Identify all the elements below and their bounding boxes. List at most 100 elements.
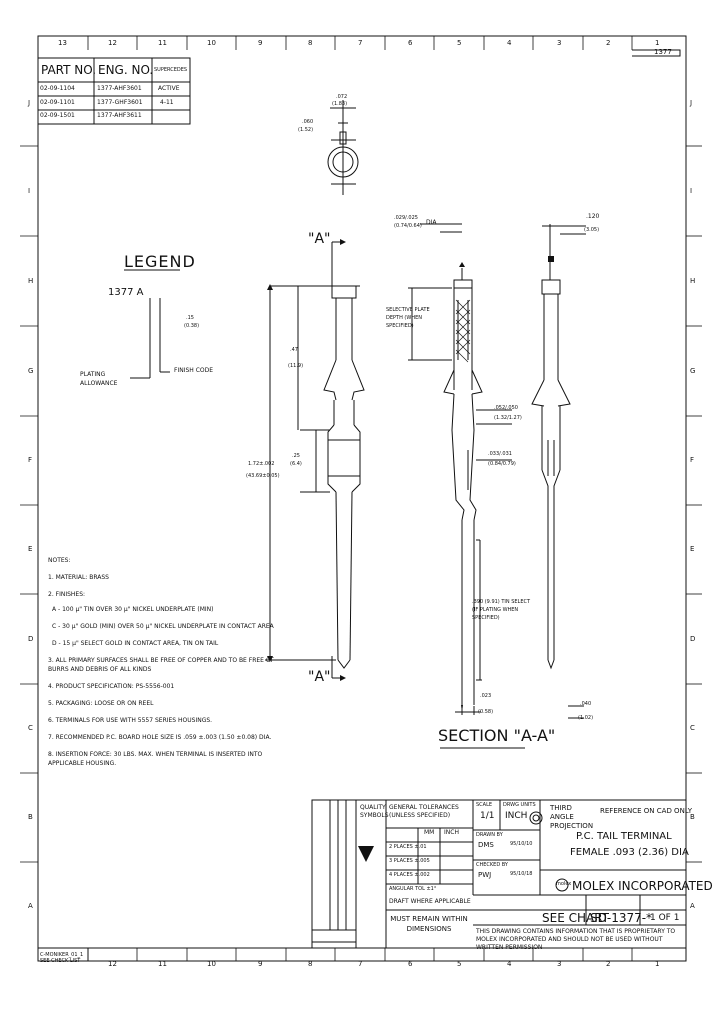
zone-top-13: 13	[58, 39, 67, 47]
tol-row: 2 PLACES ±.01	[389, 844, 427, 850]
note-item: C - 30 µ" GOLD (MIN) OVER 50 µ" NICKEL U…	[52, 623, 274, 630]
zone-bottom-3: 3	[557, 960, 562, 968]
dim-mid: .052/.050	[494, 405, 518, 411]
notes-block: NOTES: 1. MATERIAL: BRASS 2. FINISHES: A…	[48, 556, 278, 768]
part-table-cell: 02-09-1104	[40, 85, 75, 92]
dim-top-height-mm: (1.52)	[298, 127, 314, 133]
dim-dia-mm: (0.74/0.64)	[394, 223, 422, 229]
dim-len-25-mm: (6.4)	[290, 461, 302, 467]
zone-right-g: G	[690, 367, 696, 375]
zone-bottom-10: 10	[207, 960, 216, 968]
section-a-top: "A"	[308, 231, 331, 247]
dim-plating-depth: SELECTIVE PLATE DEPTH (WHEN SPECIFIED)	[386, 307, 430, 329]
dim-len-47: .47	[290, 347, 298, 353]
tol-row: ANGULAR TOL ±1°	[389, 886, 437, 892]
drawn-label: DRAWN BY	[476, 832, 503, 838]
dim-width-right: .120	[586, 213, 600, 220]
zone-top-1: 1	[655, 39, 660, 47]
checked-label: CHECKED BY	[476, 862, 508, 868]
zone-right-b: B	[690, 813, 695, 821]
product-sub: FEMALE .093 (2.36) DIA	[570, 847, 689, 858]
part-table-header-part: PART NO.	[41, 63, 97, 77]
zone-top-7: 7	[358, 39, 363, 47]
part-table-header-eng: ENG. NO.	[98, 63, 154, 77]
note-item: 6. TERMINALS FOR USE WITH 5557 SERIES HO…	[48, 717, 213, 724]
note-item: 4. PRODUCT SPECIFICATION: PS-5556-001	[48, 683, 175, 690]
dim-small-mm: (0.38)	[184, 323, 200, 329]
dim-bottom-mm: (0.58)	[478, 709, 494, 715]
zone-right-c: C	[690, 724, 695, 732]
dim-top-height: .060	[302, 119, 314, 125]
zone-right-f: F	[690, 456, 695, 464]
zone-top-11: 11	[158, 39, 167, 47]
product-title: P.C. TAIL TERMINAL	[576, 831, 672, 842]
zone-top-6: 6	[408, 39, 413, 47]
dim-len-47-mm: (11.9)	[288, 363, 304, 369]
zone-top-4: 4	[507, 39, 512, 47]
legend-plating-label: PLATING ALLOWANCE	[80, 371, 118, 387]
zone-top-8: 8	[308, 39, 313, 47]
dim-width-right-mm: (3.05)	[584, 227, 600, 233]
note-item: 7. RECOMMENDED P.C. BOARD HOLE SIZE IS .…	[48, 734, 272, 741]
zone-left-h: H	[28, 277, 34, 285]
sheet-number: 1 OF 1	[650, 913, 680, 923]
zone-top-5: 5	[457, 39, 462, 47]
note-item: 5. PACKAGING: LOOSE OR ON REEL	[48, 700, 154, 707]
zone-top-10: 10	[207, 39, 216, 47]
dim-small: .15	[186, 315, 194, 321]
note-item: A - 100 µ" TIN OVER 30 µ" NICKEL UNDERPL…	[52, 606, 214, 613]
note-item: 1. MATERIAL: BRASS	[48, 574, 109, 581]
dim-bottom-right: .040	[580, 701, 592, 707]
legend-finish-label: FINISH CODE	[174, 367, 214, 374]
checked-by: PWJ	[478, 871, 492, 879]
legend-part: 1377 A	[108, 287, 144, 298]
dim-flange: 1.72±.002	[248, 461, 275, 467]
date1: 95/10/10	[510, 841, 533, 847]
note-item: D - 15 µ" SELECT GOLD IN CONTACT AREA, T…	[52, 640, 219, 647]
dim-len-25: .25	[292, 453, 300, 459]
zone-right-d: D	[690, 635, 696, 643]
zone-bottom-11: 11	[158, 960, 167, 968]
section-a-bottom: "A"	[308, 669, 331, 685]
date2: 95/10/18	[510, 871, 533, 877]
units-value: INCH	[505, 811, 528, 821]
zone-bottom-8: 8	[308, 960, 313, 968]
zone-bottom-7: 7	[358, 960, 363, 968]
part-table-cell: 02-09-1501	[40, 112, 75, 119]
zone-left-b: B	[28, 813, 33, 821]
zone-top-2: 2	[606, 39, 611, 47]
dim-dia: .029/.025	[394, 215, 418, 221]
note-item: 3. ALL PRIMARY SURFACES SHALL BE FREE OF…	[48, 657, 275, 673]
legend-title: LEGEND	[124, 252, 196, 271]
zone-left-f: F	[28, 456, 33, 464]
sheet-ref: 1377	[654, 48, 672, 56]
zone-bottom-9: 9	[258, 960, 263, 968]
doc-number: SD-1377-*	[590, 911, 653, 925]
zone-left-a: A	[28, 902, 33, 910]
dim-tin-select: .390 (9.91) TIN SELECT (IF PLATING WHEN …	[472, 599, 531, 621]
zone-left-e: E	[28, 545, 33, 553]
dim-dia-tag: DIA	[426, 219, 437, 226]
dim-mid2-mm: (0.84/0.79)	[488, 461, 516, 467]
part-table-cell: 1377-AHF3601	[97, 85, 142, 92]
zone-left-c: C	[28, 724, 33, 732]
tol-mm-label: MM	[424, 829, 435, 836]
dim-flange-mm: (43.69±0.05)	[246, 473, 280, 479]
zone-bottom-1: 1	[655, 960, 660, 968]
drawn-by: DMS	[478, 841, 494, 849]
must-remain: MUST REMAIN WITHIN DIMENSIONS	[390, 915, 468, 933]
see-chart: SEE CHART	[542, 911, 610, 925]
zone-left-g: G	[28, 367, 34, 375]
gage-note: REFERENCE ON CAD ONLY	[600, 807, 693, 815]
company-name: MOLEX INCORPORATED	[572, 879, 713, 893]
dim-bottom-right-mm: (1.02)	[578, 715, 594, 721]
dim-bottom: .023	[480, 693, 492, 699]
dim-mid2: .033/.031	[488, 451, 512, 457]
tol-row: 3 PLACES ±.005	[389, 858, 430, 864]
zone-right-a: A	[690, 902, 695, 910]
part-table-cell: 1377-AHF3611	[97, 112, 142, 119]
zone-bottom-4: 4	[507, 960, 512, 968]
dim-top-width-mm: (1.83)	[332, 101, 348, 107]
part-table-header-supersedes: SUPERCEDES	[154, 67, 188, 73]
